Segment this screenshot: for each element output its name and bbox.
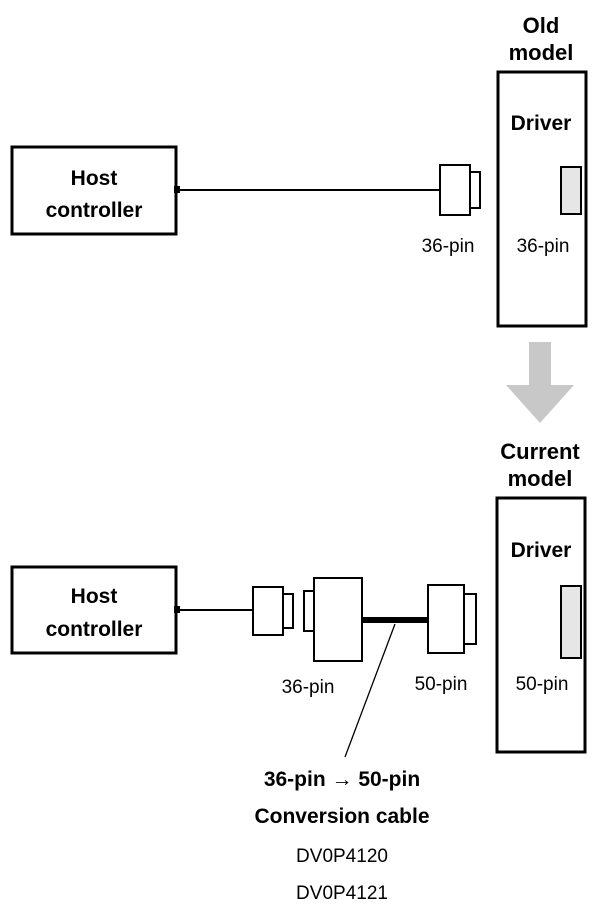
current-model-label-line1: Current	[500, 439, 580, 464]
current-host-controller-box	[10, 565, 178, 655]
current-driver-label: Driver	[511, 539, 572, 562]
current-setup: Current model Driver 50-pin Host control…	[10, 439, 587, 758]
current-driver-port-icon	[560, 585, 582, 659]
old-model-label-line1: Old	[523, 13, 560, 38]
old-model-label-line2: model	[509, 40, 574, 65]
old-host-controller-box	[10, 145, 178, 236]
current-cable-36pin-connector-icon	[252, 586, 294, 636]
current-host-label-line1: Host	[71, 585, 118, 608]
old-host-port-icon	[174, 186, 180, 193]
old-cable-connector-icon	[439, 164, 481, 216]
current-driver-pin-label: 50-pin	[516, 674, 569, 695]
current-host-port-icon	[174, 606, 180, 613]
old-cable-pin-label: 36-pin	[422, 236, 475, 257]
part-number-1: DV0P4120	[296, 846, 388, 867]
old-host-label-line2: controller	[46, 199, 143, 222]
old-host-label-line1: Host	[71, 167, 118, 190]
part-number-2: DV0P4121	[296, 883, 388, 904]
conversion-cable-50pin-connector-icon	[427, 584, 477, 654]
current-model-label-line2: model	[508, 466, 573, 491]
conversion-cable-title-line2: Conversion cable	[254, 805, 429, 828]
old-setup: Old model Driver 36-pin Host controller …	[10, 13, 588, 328]
conversion-cable-caption: 36-pin → 50-pin Conversion cable DV0P412…	[254, 768, 429, 904]
old-driver-pin-label: 36-pin	[517, 236, 570, 257]
old-driver-port-icon	[560, 166, 582, 215]
old-driver-label: Driver	[511, 112, 572, 135]
down-arrow-icon	[506, 342, 574, 423]
conversion-cable-leader-line	[344, 623, 396, 758]
conversion-cable-title-line1: 36-pin → 50-pin	[264, 768, 420, 791]
current-right-pin-label: 50-pin	[415, 674, 468, 695]
conversion-cable-36pin-connector-icon	[303, 577, 363, 662]
current-left-pin-label: 36-pin	[282, 677, 335, 698]
current-host-label-line2: controller	[46, 618, 143, 641]
